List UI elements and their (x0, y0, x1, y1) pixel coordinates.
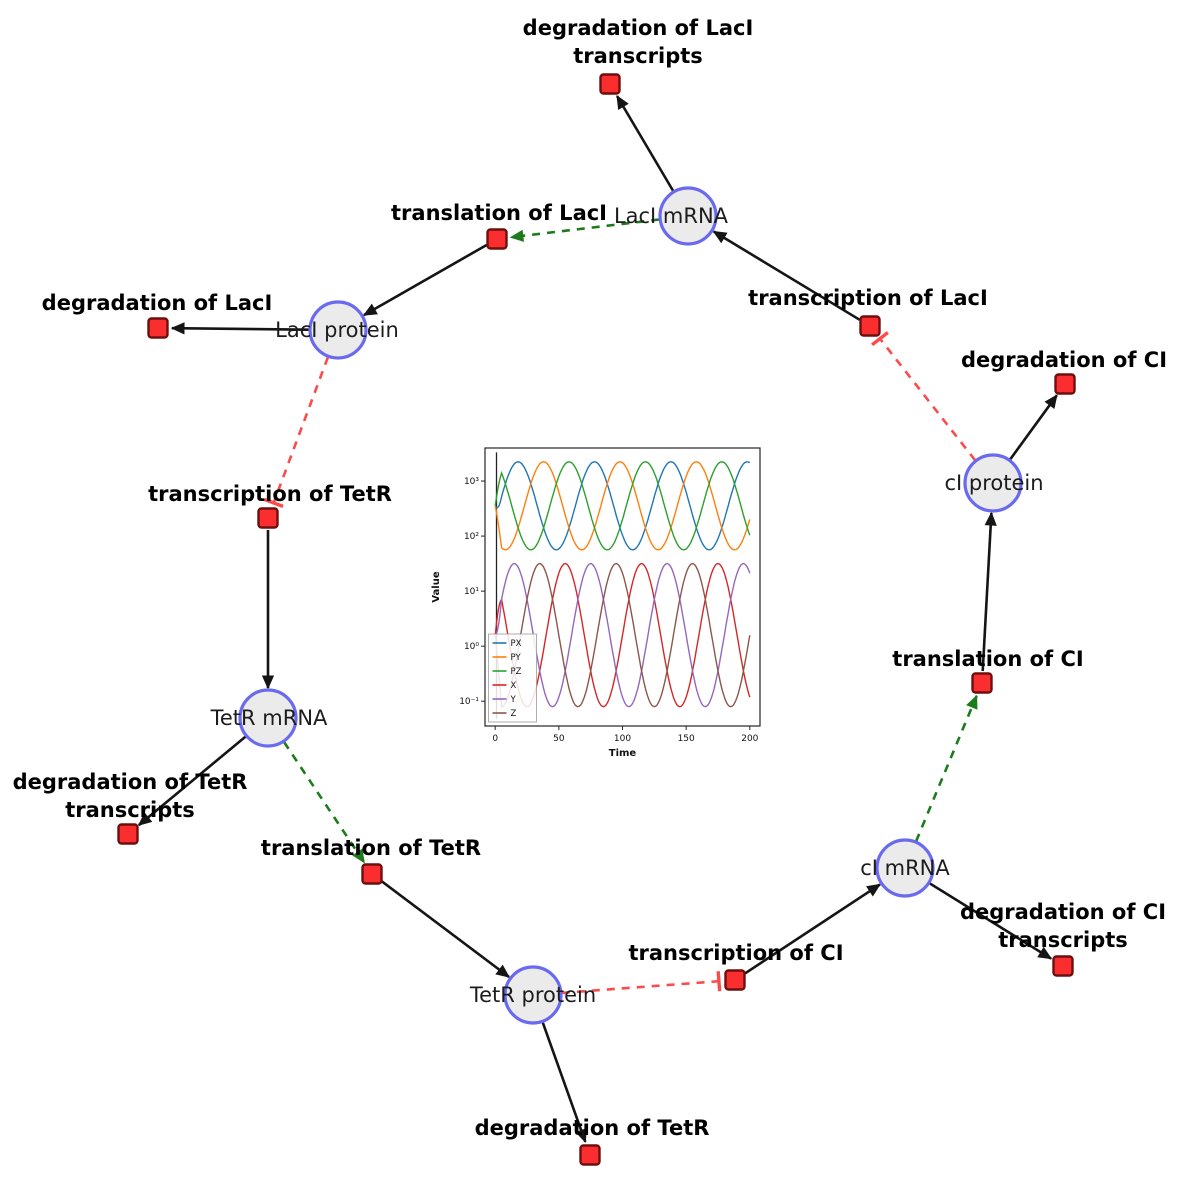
x-tick-label-150: 150 (678, 734, 695, 744)
edge-inhibition-laci_protein-txn_tetr (263, 356, 330, 508)
reaction-label-deg_tetr_tx-line1: degradation of TetR (13, 770, 248, 794)
reaction-node-deg_laci (147, 317, 169, 339)
species-node-ci_protein (963, 453, 1023, 513)
species-node-tetr_mrna (238, 688, 298, 748)
edge-modifier-tetr_mrna-transl_tetr (283, 741, 366, 864)
chart-ylabel: Value (431, 571, 442, 602)
species-label-ci_mrna: cI mRNA (860, 856, 950, 880)
species-label-tetr_mrna: TetR mRNA (210, 706, 328, 730)
reaction-label-deg_laci: degradation of LacI (42, 291, 273, 315)
chart-series-X (494, 562, 751, 708)
edge-production-transl_ci-ci_protein (981, 511, 997, 672)
reaction-label-deg_tetr: degradation of TetR (475, 1116, 710, 1140)
species-node-tetr_protein (503, 965, 563, 1025)
edge-production-txn_ci-ci_mrna (744, 883, 881, 975)
legend-label-PX: PX (511, 639, 522, 649)
edge-production-transl_laci-laci_protein (362, 243, 488, 317)
y-tick-label-0: 10⁰ (464, 642, 479, 652)
reaction-label-deg_ci_tx-line2: transcripts (998, 928, 1128, 952)
chart-series-Z (494, 562, 751, 708)
reaction-label-deg_ci: degradation of CI (961, 348, 1167, 372)
species-label-ci_protein: cI protein (944, 471, 1043, 495)
chart-series-Y (494, 562, 751, 708)
chart-series-PZ (494, 461, 751, 551)
y-tick-label-1: 10¹ (464, 587, 479, 597)
edge-consumption-tetr_protein-deg_tetr (541, 1021, 587, 1143)
species-label-tetr_protein: TetR protein (469, 983, 596, 1007)
species-label-laci_mrna: LacI mRNA (614, 204, 729, 228)
chart-series-PX (494, 461, 751, 551)
edge-inhibition-tetr_protein-txn_ci (561, 971, 722, 995)
reaction-node-deg_ci (1054, 373, 1076, 395)
reaction-label-transl_laci: translation of LacI (391, 201, 607, 225)
edge-production-transl_tetr-tetr_protein (380, 880, 510, 979)
x-tick-label-200: 200 (741, 734, 758, 744)
reaction-node-txn_laci (859, 315, 881, 337)
y-tick-label-2: 10² (464, 532, 479, 542)
reaction-label-deg_ci_tx-line1: degradation of CI (960, 900, 1166, 924)
reaction-label-txn_tetr: transcription of TetR (148, 482, 392, 506)
y-tick-label--1: 10⁻¹ (459, 697, 479, 707)
x-tick-label-0: 0 (492, 734, 498, 744)
edge-inhibition-ci_protein-txn_laci (871, 331, 977, 462)
legend-label-PZ: PZ (511, 667, 522, 677)
reaction-node-transl_ci (971, 672, 993, 694)
species-node-laci_protein (308, 300, 368, 360)
reaction-label-txn_laci: transcription of LacI (748, 286, 988, 310)
chart-series-PY (494, 461, 751, 551)
y-tick-label-3: 10³ (464, 477, 479, 487)
edge-consumption-ci_protein-deg_ci (1009, 394, 1058, 461)
edge-consumption-laci_protein-deg_laci (170, 322, 310, 335)
edge-consumption-ci_mrna-deg_ci_tx (928, 882, 1053, 960)
chart-xlabel: Time (609, 748, 637, 759)
reaction-node-txn_ci (724, 969, 746, 991)
legend-label-Y: Y (510, 695, 517, 705)
legend-label-Z: Z (511, 709, 517, 719)
reaction-label-txn_ci: transcription of CI (628, 941, 843, 965)
reaction-label-deg_laci_tx-line1: degradation of LacI (523, 16, 754, 40)
node-layer (117, 73, 1076, 1166)
edge-consumption-laci_mrna-deg_laci_tx (615, 95, 675, 192)
reaction-node-transl_tetr (361, 863, 383, 885)
x-tick-label-50: 50 (553, 734, 565, 744)
edge-layer (137, 95, 1058, 1143)
legend-label-X: X (511, 681, 517, 691)
reaction-label-deg_tetr_tx-line2: transcripts (65, 798, 195, 822)
reaction-node-transl_laci (486, 228, 508, 250)
reaction-label-deg_laci_tx-line2: transcripts (573, 44, 703, 68)
reaction-label-transl_tetr: translation of TetR (261, 836, 481, 860)
edge-consumption-tetr_mrna-deg_tetr_tx (137, 735, 247, 827)
reaction-node-deg_laci_tx (599, 73, 621, 95)
species-node-ci_mrna (875, 838, 935, 898)
legend-label-PY: PY (511, 653, 522, 663)
chart-legend (488, 633, 537, 723)
edge-modifier-laci_mrna-transl_laci (509, 218, 660, 242)
reaction-label-transl_ci: translation of CI (892, 647, 1083, 671)
species-node-laci_mrna (658, 186, 718, 246)
reaction-node-txn_tetr (257, 507, 279, 529)
species-label-laci_protein: LacI protein (275, 318, 399, 342)
x-tick-label-100: 100 (614, 734, 631, 744)
edge-modifier-ci_mrna-transl_ci (914, 694, 978, 842)
edge-production-txn_laci-laci_mrna (712, 230, 861, 321)
reaction-node-deg_tetr (579, 1144, 601, 1166)
reaction-node-deg_ci_tx (1052, 955, 1074, 977)
reaction-node-deg_tetr_tx (117, 823, 139, 845)
